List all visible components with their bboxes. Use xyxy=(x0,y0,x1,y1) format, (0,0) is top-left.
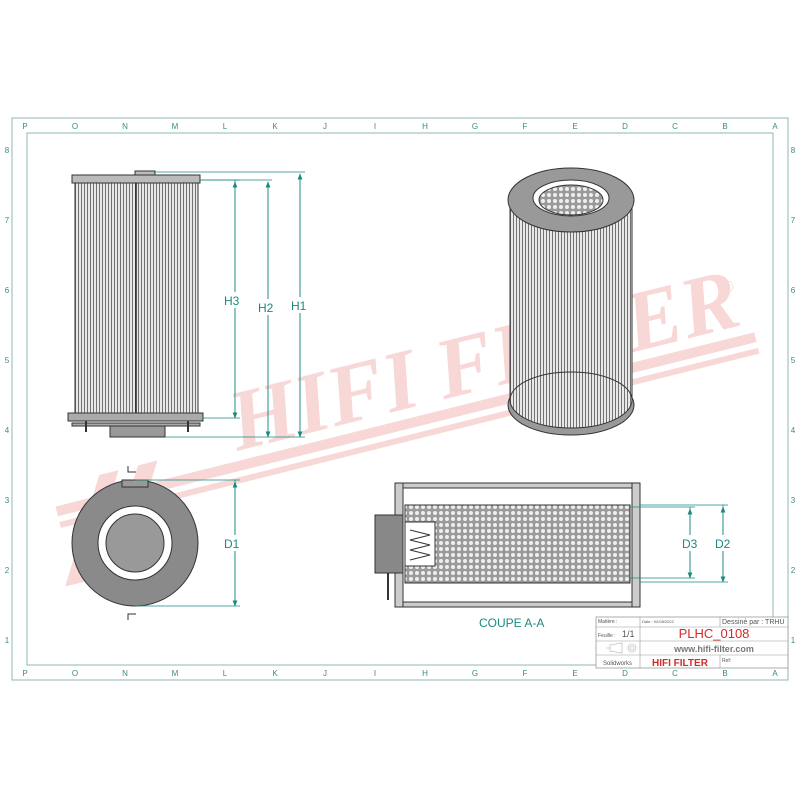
column-label: B xyxy=(722,669,727,678)
feuille-label: Feuille : xyxy=(598,633,616,639)
row-labels-left: 8 7 6 5 4 3 2 1 xyxy=(5,146,10,645)
row-label: 1 xyxy=(791,636,796,645)
title-block xyxy=(595,616,789,669)
column-label: P xyxy=(22,669,27,678)
filter-section-view xyxy=(374,482,641,608)
date-label: Date : 02/08/2022 xyxy=(642,619,675,624)
row-label: 6 xyxy=(5,286,10,295)
column-label: L xyxy=(223,122,228,131)
column-label: L xyxy=(223,669,228,678)
column-label: M xyxy=(172,669,179,678)
row-label: 7 xyxy=(791,216,796,225)
projection-symbol-icon xyxy=(606,642,637,654)
row-label: 4 xyxy=(791,426,796,435)
dessine-par: Dessiné par : TRHU xyxy=(722,619,785,626)
row-label: 4 xyxy=(5,426,10,435)
column-label: G xyxy=(472,122,478,131)
section-label: COUPE A-A xyxy=(479,616,544,630)
column-label: E xyxy=(572,122,577,131)
column-label: E xyxy=(572,669,577,678)
row-labels-right: 8 7 6 5 4 3 2 1 xyxy=(791,146,796,645)
filter-top-view xyxy=(71,466,199,620)
software-label: Solidworks xyxy=(603,661,632,667)
brand-label: HIFI FILTER xyxy=(652,658,709,669)
row-label: 5 xyxy=(5,356,10,365)
h2-label: H2 xyxy=(258,301,274,315)
column-label: O xyxy=(72,669,78,678)
column-label: N xyxy=(122,122,128,131)
h3-label: H3 xyxy=(224,294,240,308)
column-label: A xyxy=(772,669,778,678)
column-label: P xyxy=(22,122,27,131)
registered-mark: ® xyxy=(722,279,734,296)
column-label: D xyxy=(622,669,628,678)
column-label: D xyxy=(622,122,628,131)
row-label: 8 xyxy=(5,146,10,155)
column-label: H xyxy=(422,122,428,131)
column-label: F xyxy=(523,122,528,131)
column-label: O xyxy=(72,122,78,131)
column-label: K xyxy=(272,669,278,678)
column-label: N xyxy=(122,669,128,678)
column-label: C xyxy=(672,669,678,678)
filter-isometric-view xyxy=(507,167,635,436)
row-label: 2 xyxy=(5,566,10,575)
row-label: 8 xyxy=(791,146,796,155)
column-label: J xyxy=(323,669,327,678)
h1-label: H1 xyxy=(291,299,307,313)
column-label: J xyxy=(323,122,327,131)
column-label: C xyxy=(672,122,678,131)
column-label: A xyxy=(772,122,778,131)
row-label: 3 xyxy=(5,496,10,505)
column-label: K xyxy=(272,122,278,131)
row-label: 3 xyxy=(791,496,796,505)
row-label: 7 xyxy=(5,216,10,225)
filter-side-view xyxy=(67,170,204,438)
column-label: B xyxy=(722,122,727,131)
d1-label: D1 xyxy=(224,537,240,551)
row-label: 2 xyxy=(791,566,796,575)
d2-label: D2 xyxy=(715,537,731,551)
row-label: 5 xyxy=(791,356,796,365)
column-label: F xyxy=(523,669,528,678)
column-label: H xyxy=(422,669,428,678)
row-label: 6 xyxy=(791,286,796,295)
feuille-value: 1/1 xyxy=(622,629,635,639)
part-number: PLHC_0108 xyxy=(679,626,750,641)
watermark-text: HIFI FILTER xyxy=(218,250,748,470)
column-label: I xyxy=(374,122,376,131)
website: www.hifi-filter.com xyxy=(673,644,754,654)
drawing-frame xyxy=(11,117,789,681)
d3-label: D3 xyxy=(682,537,698,551)
column-label: I xyxy=(374,669,376,678)
ref-label: Ref: xyxy=(722,658,731,664)
column-label: G xyxy=(472,669,478,678)
row-label: 1 xyxy=(5,636,10,645)
column-label: M xyxy=(172,122,179,131)
matiere-label: Matière : xyxy=(598,619,617,625)
